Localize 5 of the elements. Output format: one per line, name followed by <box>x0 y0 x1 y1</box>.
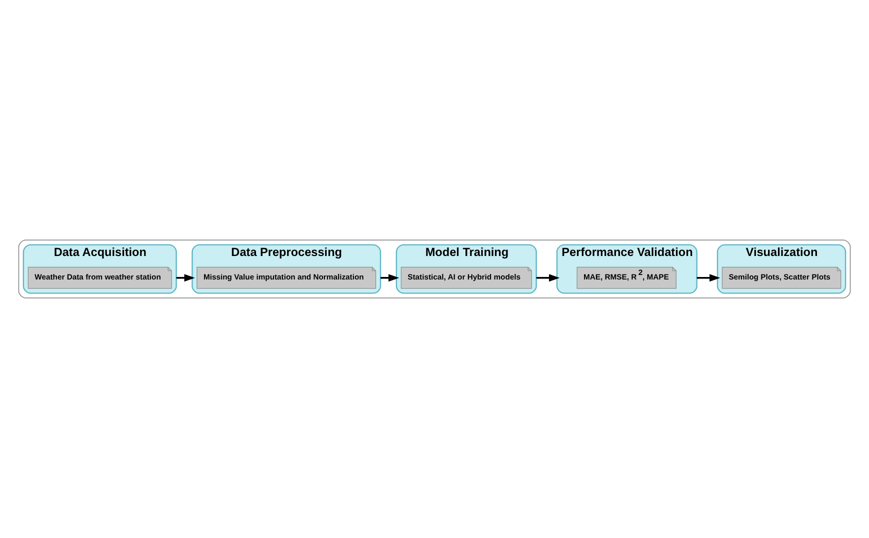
cluster <box>18 240 851 298</box>
arrow <box>380 274 400 282</box>
arrow <box>176 274 195 282</box>
arrow <box>536 274 560 282</box>
arrow <box>696 274 720 282</box>
